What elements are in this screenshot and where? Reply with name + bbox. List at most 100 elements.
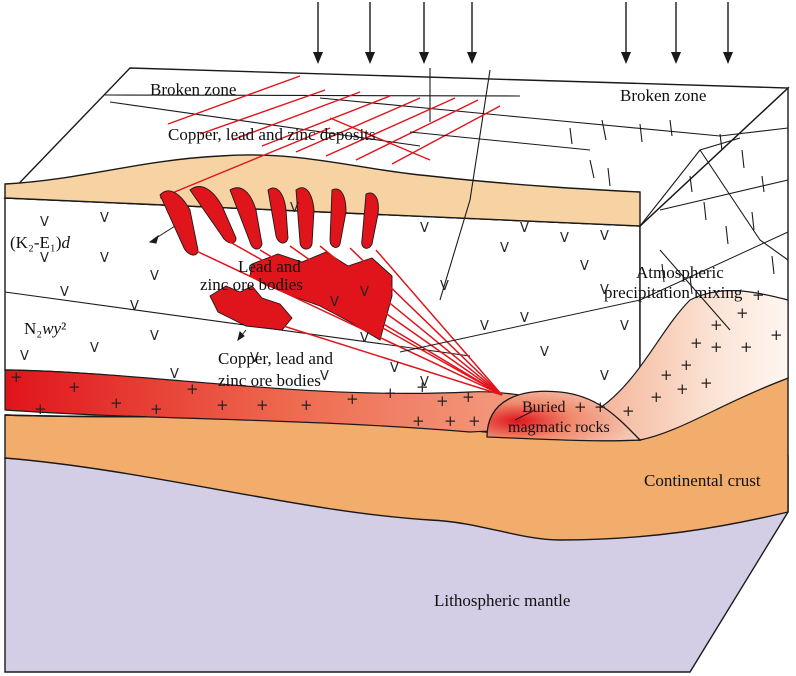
right-face-hatching xyxy=(569,119,775,295)
label-cu-bodies-2: zinc ore bodies xyxy=(218,371,321,390)
magmatic-plus-mark: + xyxy=(300,396,313,414)
label-n2-italic: wy xyxy=(42,319,61,338)
label-broken-zone-left: Broken zone xyxy=(150,80,236,99)
magmatic-plus-mark: + xyxy=(412,412,425,430)
label-buried-1: Buried xyxy=(522,399,566,416)
label-continental-crust: Continental crust xyxy=(644,471,761,490)
volcanic-v-mark: V xyxy=(360,331,369,346)
label-broken-zone-right: Broken zone xyxy=(620,86,706,105)
label-cu-pb-zn-deposits: Copper, lead and zinc deposits xyxy=(168,125,376,144)
volcanic-v-mark: V xyxy=(290,201,299,216)
volcanic-v-mark: V xyxy=(580,259,589,274)
volcanic-v-mark: V xyxy=(480,319,489,334)
copper-ore-body xyxy=(209,285,293,331)
volcanic-v-mark: V xyxy=(100,211,109,226)
precipitation-arrow xyxy=(365,2,375,64)
volcanic-v-mark: V xyxy=(150,269,159,284)
label-lead-zinc-1: Lead and xyxy=(238,257,301,276)
sandy-layer xyxy=(4,154,641,227)
label-lithospheric-mantle: Lithospheric mantle xyxy=(434,591,570,610)
volcanic-v-mark: V xyxy=(540,345,549,360)
magmatic-plus-mark: + xyxy=(436,392,449,410)
volcanic-v-mark: V xyxy=(100,251,109,266)
magmatic-plus-mark: + xyxy=(574,398,587,416)
copper-veins xyxy=(159,75,501,199)
magmatic-plus-mark: + xyxy=(700,374,713,392)
magmatic-plus-mark: + xyxy=(676,380,689,398)
magmatic-symbols: ++++++++++++++++++++++++++++++++ xyxy=(10,286,783,430)
magmatic-plus-mark: + xyxy=(462,388,475,406)
magmatic-plus-mark: + xyxy=(150,400,163,418)
fault-lines xyxy=(104,68,789,331)
volcanic-v-mark: V xyxy=(520,221,529,236)
magmatic-plus-mark: + xyxy=(346,390,359,408)
magmatic-plus-mark: + xyxy=(660,366,673,384)
volcanic-v-mark: V xyxy=(90,341,99,356)
magmatic-plus-mark: + xyxy=(34,400,47,418)
lead-zinc-ore-bodies xyxy=(159,186,379,256)
precipitation-arrow xyxy=(467,2,477,64)
volcanic-v-mark: V xyxy=(330,295,339,310)
magmatic-plus-mark: + xyxy=(710,316,723,334)
label-k2e1-formation: (K₂-E₁)d xyxy=(10,233,71,252)
volcanic-v-mark: V xyxy=(40,215,49,230)
label-k2e1-prefix: (K₂-E₁) xyxy=(10,233,62,252)
precipitation-arrow xyxy=(313,2,323,64)
feeder-lines xyxy=(189,241,503,396)
volcanic-v-mark: V xyxy=(60,285,69,300)
magmatic-plus-mark: + xyxy=(256,396,269,414)
volcanic-v-mark: V xyxy=(150,329,159,344)
magmatic-plus-mark: + xyxy=(10,368,23,386)
precipitation-arrows xyxy=(313,2,733,64)
pointer-arrows xyxy=(148,225,247,342)
magmatic-plus-mark: + xyxy=(594,398,607,416)
label-n2-sup: ² xyxy=(61,319,66,338)
volcanic-v-mark: V xyxy=(40,251,49,266)
magmatic-plus-mark: + xyxy=(186,380,199,398)
magmatic-plus-mark: + xyxy=(770,326,783,344)
label-buried-2: magmatic rocks xyxy=(508,419,610,436)
volcanic-v-mark: V xyxy=(320,369,329,384)
magmatic-plus-mark: + xyxy=(216,396,229,414)
volcanic-v-mark: V xyxy=(390,361,399,376)
label-lead-zinc-2: zinc ore bodies xyxy=(200,275,303,294)
leader-lines xyxy=(399,131,789,421)
volcanic-v-mark: V xyxy=(420,375,429,390)
volcanic-v-mark: V xyxy=(20,349,29,364)
precipitation-arrow xyxy=(723,2,733,64)
volcanic-v-mark: V xyxy=(420,221,429,236)
magmatic-plus-mark: + xyxy=(444,412,457,430)
precipitation-arrow xyxy=(419,2,429,64)
volcanic-v-mark: V xyxy=(600,283,609,298)
magmatic-plus-mark: + xyxy=(468,412,481,430)
label-cu-bodies-1: Copper, lead and xyxy=(218,349,333,368)
label-n2-prefix: N₂ xyxy=(24,319,42,338)
magmatic-plus-mark: + xyxy=(68,378,81,396)
magmatic-plus-mark: + xyxy=(710,338,723,356)
volcanic-v-mark: V xyxy=(560,231,569,246)
magmatic-plus-mark: + xyxy=(110,394,123,412)
magmatic-plus-mark: + xyxy=(690,334,703,352)
magmatic-plus-mark: + xyxy=(650,388,663,406)
magmatic-plus-mark: + xyxy=(740,338,753,356)
volcanic-v-mark: V xyxy=(360,285,369,300)
magmatic-plus-mark: + xyxy=(680,356,693,374)
volcanic-v-mark: V xyxy=(170,367,179,382)
magmatic-plus-mark: + xyxy=(752,286,765,304)
volcanic-v-mark: V xyxy=(440,279,449,294)
volcanic-v-mark: V xyxy=(600,229,609,244)
label-n2-formation: N₂wy² xyxy=(24,319,66,338)
label-atmospheric-1: Atmospheric xyxy=(636,263,724,282)
magmatic-plus-mark: + xyxy=(384,384,397,402)
label-k2e1-suffix: d xyxy=(62,233,71,252)
precipitation-arrow xyxy=(621,2,631,64)
volcanic-v-mark: V xyxy=(520,311,529,326)
volcanic-v-mark: V xyxy=(500,241,509,256)
volcanic-v-mark: V xyxy=(620,319,629,334)
volcanic-v-mark: V xyxy=(600,369,609,384)
magmatic-plus-mark: + xyxy=(736,304,749,322)
magmatic-plus-mark: + xyxy=(416,378,429,396)
